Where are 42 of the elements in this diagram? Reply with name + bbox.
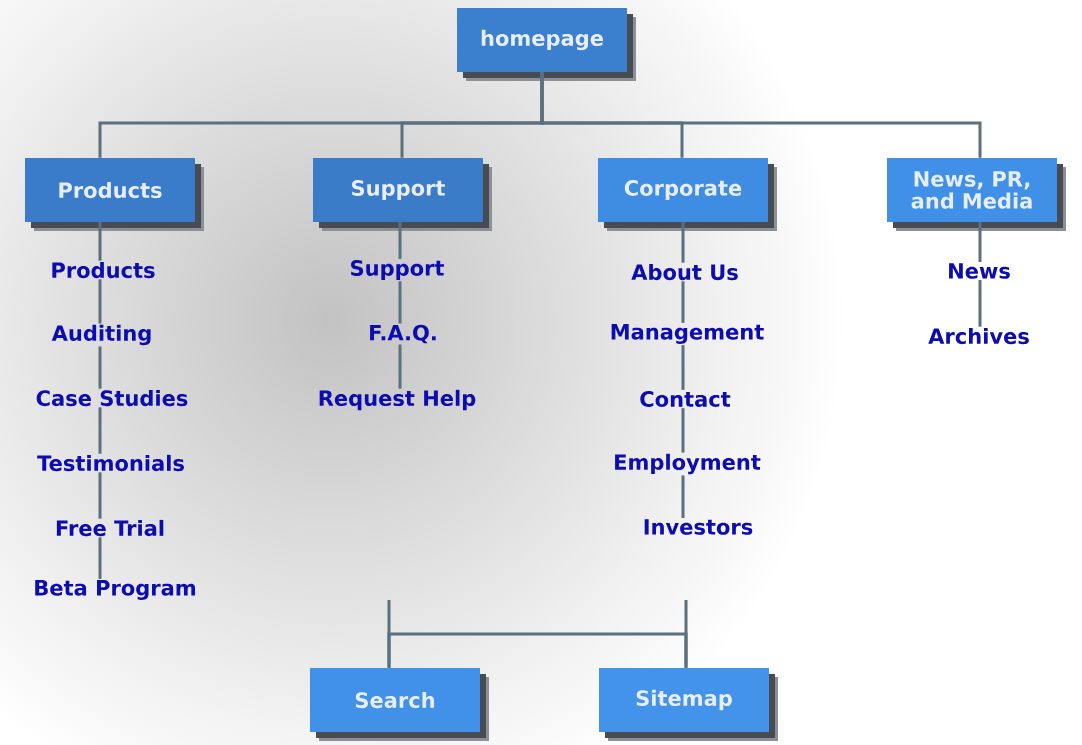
connector-line	[540, 72, 982, 158]
page-box: homepage	[457, 8, 636, 81]
connector-line	[398, 344, 402, 389]
connector-line	[98, 222, 102, 261]
page-box: Support	[313, 158, 492, 231]
link-text: Request Help	[319, 389, 476, 411]
connector-line	[681, 475, 685, 518]
connector-line	[98, 537, 102, 579]
page-box: Sitemap	[599, 668, 778, 741]
connector-line	[98, 279, 102, 324]
connector-line	[398, 281, 402, 324]
page-box: News, PR, and Media	[887, 158, 1066, 231]
link-text: News	[949, 263, 1010, 279]
connector-line	[684, 600, 688, 668]
link-text: Free Trial	[56, 519, 164, 537]
link-text: Archives	[928, 327, 1029, 345]
page-box: Products	[25, 158, 204, 231]
connector-line	[978, 222, 982, 262]
link-text: Case Studies	[36, 389, 188, 407]
connector-line	[98, 472, 102, 519]
link-text: Testimonials	[37, 454, 184, 472]
page-box: Search	[310, 668, 489, 741]
link-text: Investors	[644, 519, 753, 535]
link-text: Products	[52, 261, 155, 279]
connector-line	[98, 407, 102, 454]
connector-line	[681, 222, 685, 263]
link-text: Support	[351, 260, 444, 280]
page-box: Corporate	[598, 158, 777, 231]
link-text: Auditing	[51, 324, 151, 346]
connector-line	[98, 346, 102, 389]
connector-line	[398, 222, 402, 259]
connector-line	[387, 600, 391, 668]
link-text: About Us	[631, 263, 738, 281]
connector-line	[681, 408, 685, 453]
connector-line	[681, 281, 685, 323]
link-text: Beta Program	[35, 580, 195, 600]
link-text: Contact	[640, 391, 731, 407]
link-text: Employment	[615, 453, 761, 475]
link-text: F.A.Q.	[370, 324, 436, 344]
connector-line	[681, 345, 685, 390]
link-text: Management	[611, 324, 764, 344]
connector-line	[978, 280, 982, 327]
